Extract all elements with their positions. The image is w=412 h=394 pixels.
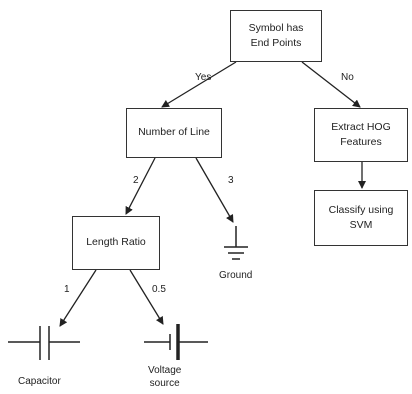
leaf-label-voltage-source: Voltage source: [148, 365, 182, 389]
arrow-length-to-voltage: [129, 269, 164, 325]
arrow-length-to-capacitor: [59, 269, 97, 327]
edge-label-3: 3: [228, 175, 234, 186]
capacitor-icon: [8, 326, 80, 360]
edge-label-0-5: 0.5: [152, 284, 166, 295]
edge-label-2: 2: [133, 175, 139, 186]
edge-label-1: 1: [64, 284, 70, 295]
leaf-label-capacitor: Capacitor: [18, 376, 61, 387]
node-classify-using-svm: Classify using SVM: [314, 190, 408, 246]
arrow-root-to-lines: [161, 61, 237, 108]
arrow-root-to-hog: [301, 61, 361, 108]
edge-label-yes: Yes: [195, 72, 212, 83]
ground-icon: [224, 226, 248, 260]
node-extract-hog-features: Extract HOG Features: [314, 108, 408, 162]
node-symbol-has-end-points: Symbol has End Points: [230, 10, 322, 62]
node-length-ratio: Length Ratio: [72, 216, 160, 270]
edge-label-no: No: [341, 72, 354, 83]
node-number-of-line: Number of Line: [126, 108, 222, 158]
leaf-label-ground: Ground: [219, 270, 253, 281]
voltage-source-icon: [144, 324, 208, 360]
arrow-lines-to-length: [125, 157, 156, 215]
arrow-lines-to-ground: [195, 157, 234, 223]
